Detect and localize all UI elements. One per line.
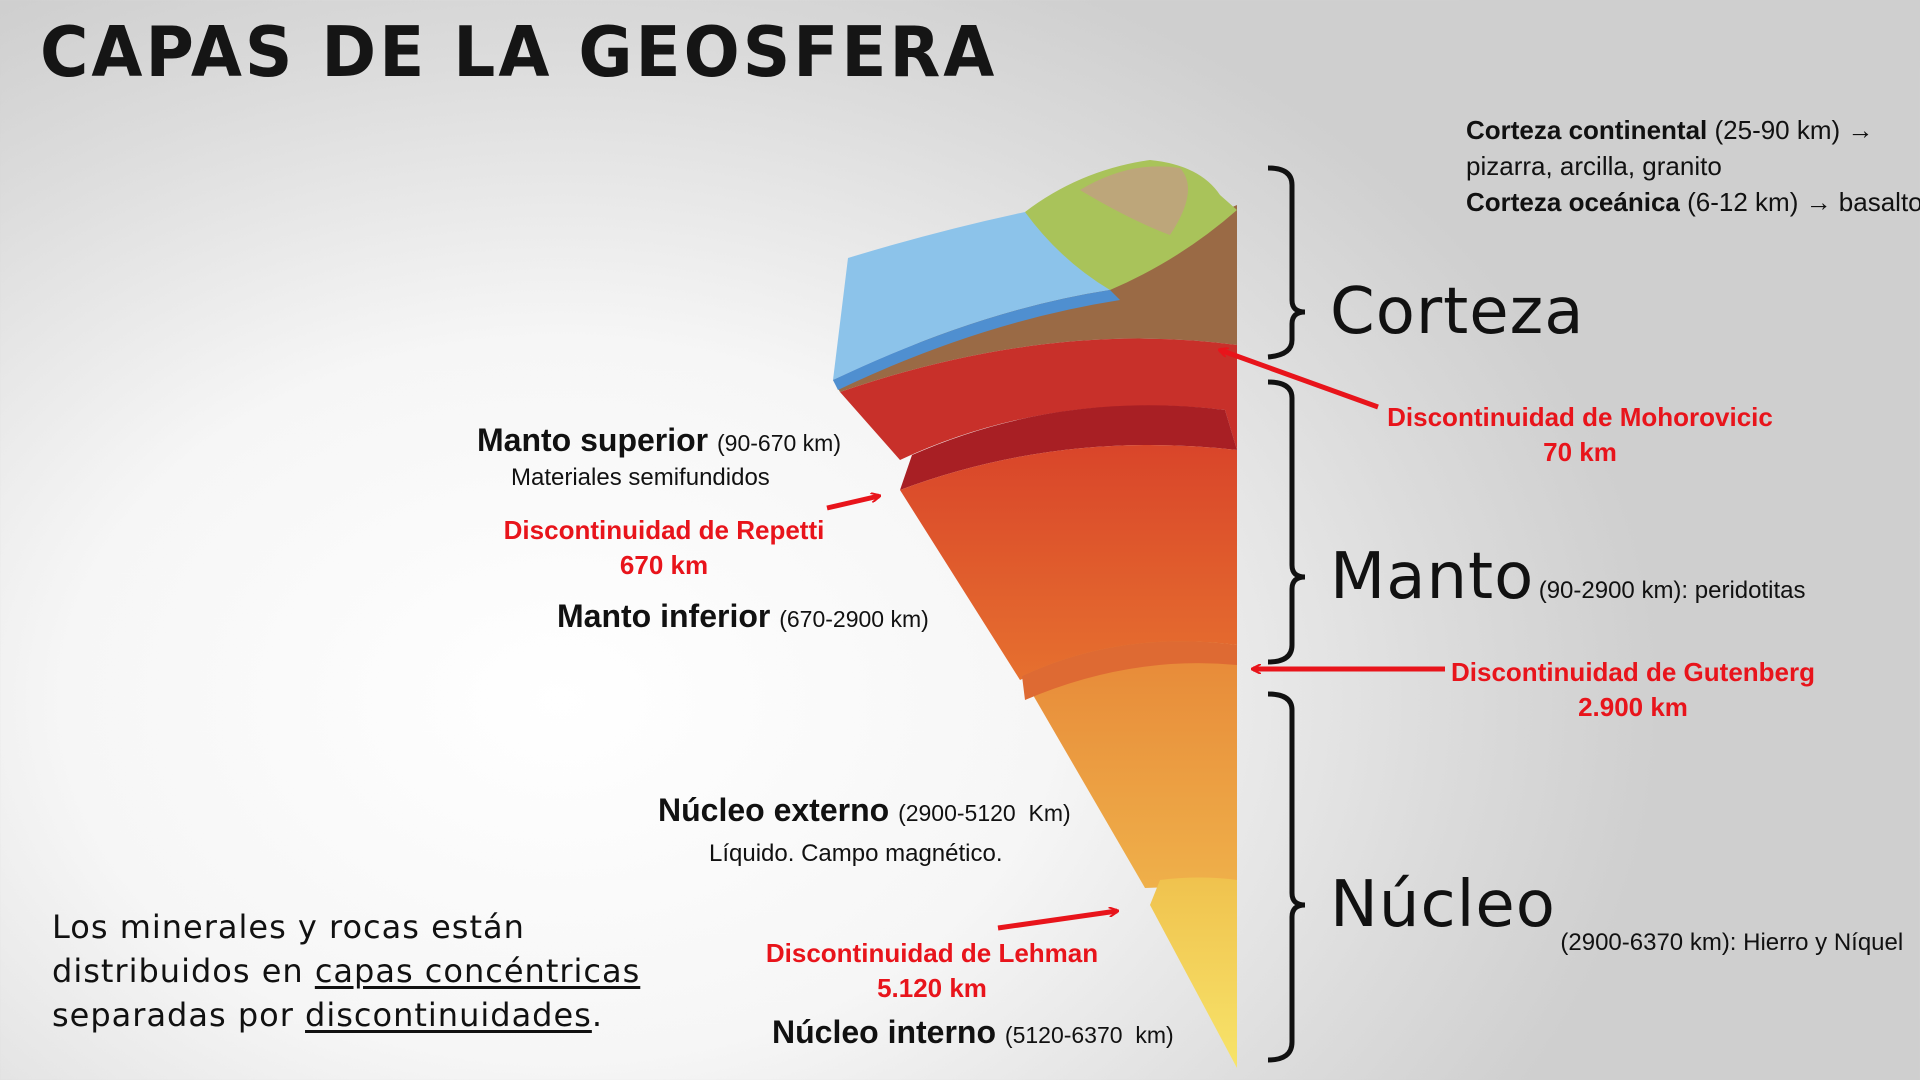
nucleo-interno-label: Núcleo interno (5120-6370 km) [772, 1014, 1174, 1051]
nucleo-externo-name: Núcleo externo [658, 792, 890, 828]
paragraph-period: . [591, 996, 604, 1034]
manto-inferior-name: Manto inferior [557, 598, 771, 634]
continental-rocks: pizarra, arcilla, granito [1466, 151, 1722, 181]
ocean-edge [833, 290, 1120, 390]
mountain [1080, 166, 1188, 235]
gutenberg-name: Discontinuidad de Gutenberg [1450, 657, 1815, 687]
outer-core-top-band [1022, 641, 1237, 700]
layer-label-manto-group: Manto (90-2900 km): peridotitas [1330, 540, 1806, 614]
repetti-name: Discontinuidad de Repetti [503, 515, 825, 545]
repetti-label: Discontinuidad de Repetti 670 km [484, 513, 844, 583]
layer-label-nucleo: Núcleo [1330, 868, 1556, 942]
lehman-name: Discontinuidad de Lehman [765, 938, 1099, 968]
manto-superior-note: Materiales semifundidos [511, 464, 770, 491]
repetti-depth: 670 km [619, 550, 709, 580]
arrow-lehman [997, 911, 1117, 931]
layer-label-manto: Manto [1330, 540, 1535, 614]
manto-inferior-label: Manto inferior (670-2900 km) [557, 598, 929, 635]
nucleo-externo-label: Núcleo externo (2900-5120 Km) [658, 792, 1071, 829]
summary-paragraph: Los minerales y rocas están distribuidos… [52, 905, 640, 1037]
lower-mantle-layer [900, 445, 1237, 680]
brace-nucleo [1267, 691, 1306, 1063]
gutenberg-depth: 2.900 km [1578, 692, 1688, 722]
upper-mantle-layer [840, 338, 1237, 460]
discontinuidades-underlined: discontinuidades [305, 996, 592, 1034]
manto-superior-range: (90-670 km) [717, 430, 841, 456]
page-title: CAPAS DE LA GEOSFERA [40, 12, 998, 93]
nucleo-detail: (2900-6370 km): Hierro y Níquel [1560, 929, 1904, 956]
braces [1267, 165, 1306, 1063]
brace-corteza [1267, 165, 1306, 360]
oceanic-range: (6-12 km) → basalto [1687, 187, 1920, 217]
manto-superior-label: Manto superior (90-670 km) [477, 422, 841, 459]
mohorovicic-depth: 70 km [1543, 437, 1617, 467]
capas-concentricas-underlined: capas concéntricas [314, 952, 641, 990]
continental-range: (25-90 km) → [1714, 115, 1874, 145]
gutenberg-label: Discontinuidad de Gutenberg 2.900 km [1433, 655, 1833, 725]
mohorovicic-name: Discontinuidad de Mohorovicic [1387, 402, 1773, 432]
continental-label: Corteza continental [1466, 115, 1708, 145]
layer-label-nucleo-group: Núcleo (2900-6370 km): Hierro y Níquel [1330, 868, 1903, 956]
arrow-repetti [826, 496, 879, 511]
nucleo-interno-name: Núcleo interno [772, 1014, 997, 1050]
paragraph-line-3: separadas por [52, 996, 306, 1034]
lehman-depth: 5.120 km [877, 973, 987, 1003]
brace-manto [1267, 379, 1306, 665]
lehman-label: Discontinuidad de Lehman 5.120 km [752, 936, 1112, 1006]
manto-inferior-range: (670-2900 km) [779, 606, 929, 632]
nucleo-interno-range: (5120-6370 km) [1004, 1022, 1174, 1048]
nucleo-externo-range: (2900-5120 Km) [898, 800, 1071, 826]
inner-core-layer [1150, 877, 1237, 1068]
paragraph-line-2: distribuidos en [52, 952, 315, 990]
layer-label-corteza: Corteza [1330, 275, 1585, 349]
upper-mantle-inner-band [900, 405, 1237, 490]
manto-detail: (90-2900 km): peridotitas [1538, 577, 1806, 604]
ocean [833, 212, 1110, 380]
outer-core-layer [1022, 641, 1237, 888]
nucleo-externo-note: Líquido. Campo magnético. [709, 840, 1003, 867]
mohorovicic-label: Discontinuidad de Mohorovicic 70 km [1380, 400, 1780, 470]
paragraph-line-1: Los minerales y rocas están [52, 908, 525, 946]
continental-crust-info: Corteza continental (25-90 km) → pizarra… [1466, 112, 1920, 220]
oceanic-label: Corteza oceánica [1466, 187, 1680, 217]
manto-superior-name: Manto superior [477, 422, 709, 458]
arrow-mohorovicic [1220, 350, 1379, 410]
